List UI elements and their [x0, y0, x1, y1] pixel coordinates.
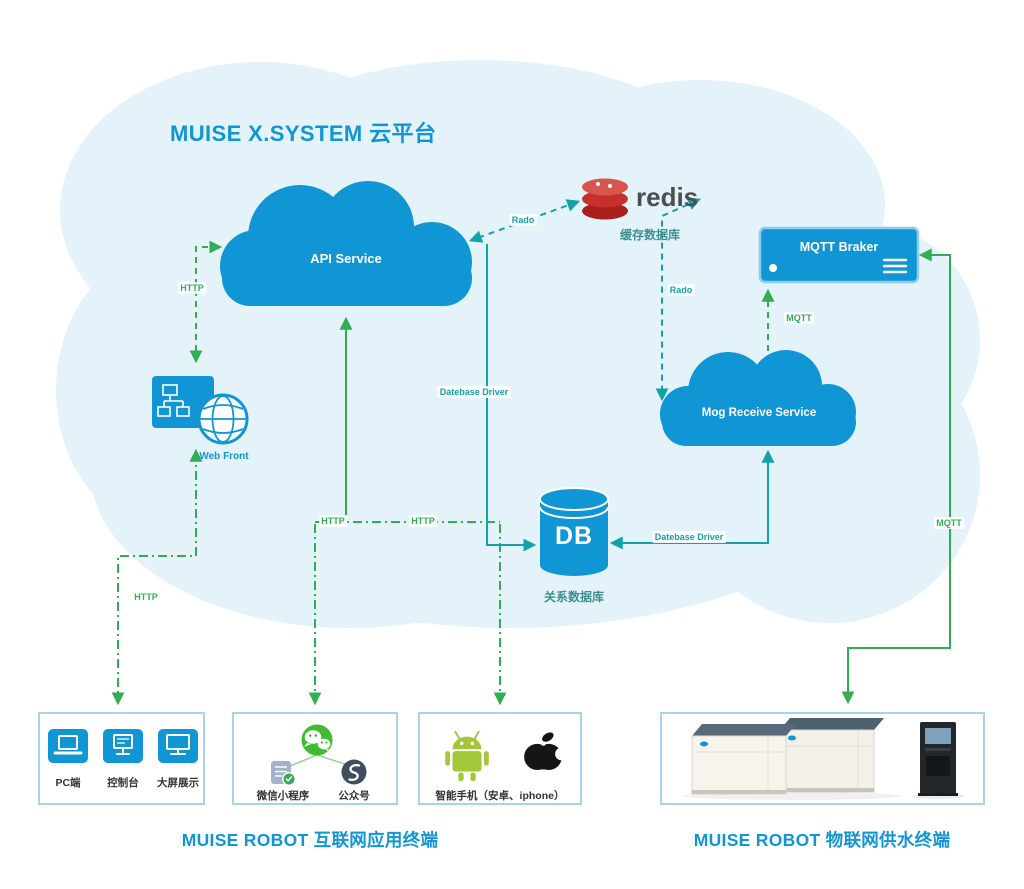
- edge-label-rado-mog: Rado: [667, 284, 695, 296]
- pc-terminal-item: PC端: [40, 726, 96, 790]
- edge-mqtt-device-broker: [841, 248, 951, 705]
- bigscreen-terminal-item: 大屏展示: [150, 726, 206, 790]
- edge-label-mqtt-device: MQTT: [934, 517, 964, 529]
- mini-program-icon: [271, 761, 296, 786]
- mog-service-label: Mog Receive Service: [701, 407, 817, 419]
- console-terminal-item: 控制台: [95, 726, 151, 790]
- console-icon: [103, 729, 143, 763]
- water-machine-left: [691, 724, 796, 795]
- internet-terminal-caption: MUISE ROBOT 互联网应用终端: [181, 830, 439, 850]
- water-terminal-box: [660, 712, 985, 805]
- big-screen-icon: [158, 729, 198, 763]
- pc-label: PC端: [55, 777, 81, 789]
- wechat-terminal-box: 微信小程序 公众号: [232, 712, 398, 805]
- broker-led-icon: [769, 264, 777, 272]
- db-caption: 关系数据库: [543, 590, 605, 604]
- mqtt-broker-label: MQTT Braker: [799, 240, 879, 254]
- big-screen-label: 大屏展示: [157, 777, 199, 789]
- official-account-label: 公众号: [338, 790, 370, 802]
- smartphone-label: 智能手机（安卓、iphone）: [435, 790, 565, 802]
- edge-label-dbdriver-mog: Datebase Driver: [652, 531, 726, 543]
- console-label: 控制台: [107, 777, 139, 789]
- iot-terminal-caption: MUISE ROBOT 物联网供水终端: [693, 830, 951, 850]
- api-service-cloud: [220, 181, 472, 306]
- edge-rado-redis-mog: [655, 198, 701, 402]
- water-dispenser-illustration: [682, 718, 964, 800]
- mog-receive-service-cloud: [660, 350, 856, 446]
- web-front-icon: [152, 376, 249, 445]
- redis-caption: 缓存数据库: [619, 228, 681, 242]
- water-machine-right: [779, 718, 884, 793]
- mini-program-label: 微信小程序: [256, 790, 310, 802]
- db-cylinder: [539, 487, 609, 576]
- page-title: MUISE X.SYSTEM 云平台: [170, 121, 437, 146]
- edge-label-http-web-pc: HTTP: [132, 591, 160, 603]
- edge-label-dbdriver-api: Datebase Driver: [437, 386, 511, 398]
- edge-dbdriver-api-db: [486, 244, 537, 552]
- smartphone-terminal-box: 智能手机（安卓、iphone）: [418, 712, 582, 805]
- edge-label-rado-api: Rado: [509, 214, 537, 226]
- pc-terminal-box: PC端 控制台 大屏展示: [38, 712, 205, 805]
- web-front-label: Web Front: [199, 451, 249, 462]
- edge-label-http-web-api: HTTP: [178, 282, 206, 294]
- android-icon: [445, 730, 489, 782]
- mqtt-broker-box: [758, 226, 920, 284]
- redis-label: redis: [636, 182, 699, 212]
- db-label: DB: [554, 522, 594, 550]
- apple-icon: [524, 732, 568, 770]
- edge-dbdriver-db-mog: [609, 449, 775, 550]
- wechat-icons-graphic: [271, 724, 367, 786]
- official-account-icon: [341, 759, 367, 785]
- edges: [111, 198, 951, 706]
- redis-icon: [582, 178, 628, 220]
- wechat-icon: [301, 724, 333, 756]
- water-dispenser-small: [912, 722, 964, 799]
- edge-label-http-phone: HTTP: [409, 515, 437, 527]
- api-service-label: API Service: [310, 251, 382, 266]
- edge-label-http-wechat: HTTP: [319, 515, 347, 527]
- laptop-icon: [48, 729, 88, 763]
- edge-label-mqtt-broker-mog: MQTT: [784, 312, 814, 324]
- edge-http-webfront-api: [189, 240, 223, 364]
- edge-http-webfront-pcbox: [111, 448, 203, 706]
